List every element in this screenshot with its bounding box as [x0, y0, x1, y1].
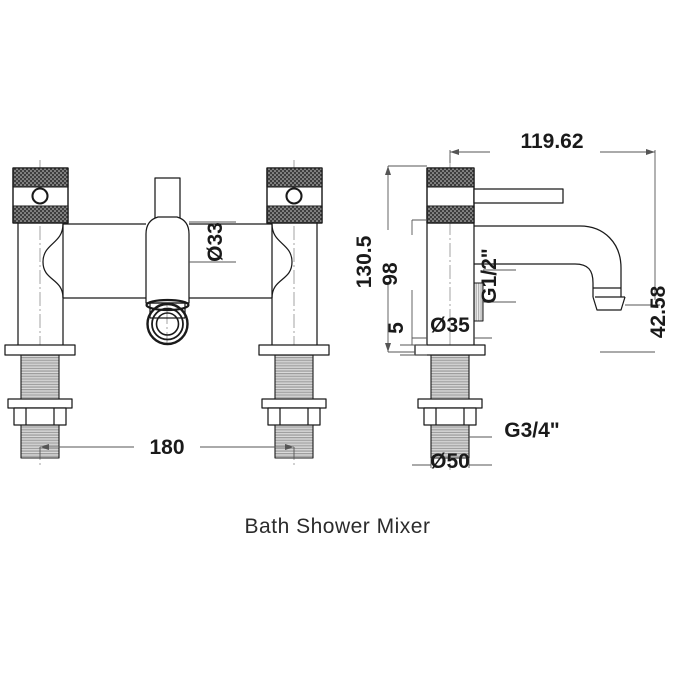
dim-label-dia33: Ø33 [204, 222, 227, 262]
outlet-aerator [145, 298, 190, 346]
dim-label-5: 5 [385, 322, 408, 334]
right-shank [258, 344, 330, 459]
dim-label-1305: 130.5 [353, 235, 376, 288]
dim-label-98: 98 [379, 262, 402, 286]
dim-label-180: 180 [149, 436, 184, 459]
left-shank [4, 344, 76, 459]
front-view-group [4, 160, 330, 465]
dim-label-g12: G1/2" [478, 248, 501, 303]
dim-180 [39, 444, 295, 458]
drawing-caption: Bath Shower Mixer [244, 515, 431, 538]
curved-spout [474, 225, 626, 311]
dim-label-g34: G3/4" [504, 419, 559, 442]
right-handle [266, 167, 323, 345]
dim-label-4258: 42.58 [647, 285, 670, 338]
dim-label-dia50: Ø50 [430, 450, 470, 473]
left-handle [12, 167, 69, 345]
dimension-labels: 180 Ø33 119.62 130.5 98 5 Ø35 G1/2" 42.5… [149, 130, 670, 473]
side-dimension-lines [385, 149, 660, 468]
dim-label-11962: 119.62 [520, 130, 583, 153]
dim-label-dia35: Ø35 [430, 314, 470, 337]
side-handle [426, 167, 564, 224]
bridge-body [42, 223, 293, 299]
side-view-group [385, 149, 660, 470]
dim-dia33 [189, 221, 236, 263]
center-spout [145, 177, 190, 319]
side-shank [414, 344, 486, 459]
